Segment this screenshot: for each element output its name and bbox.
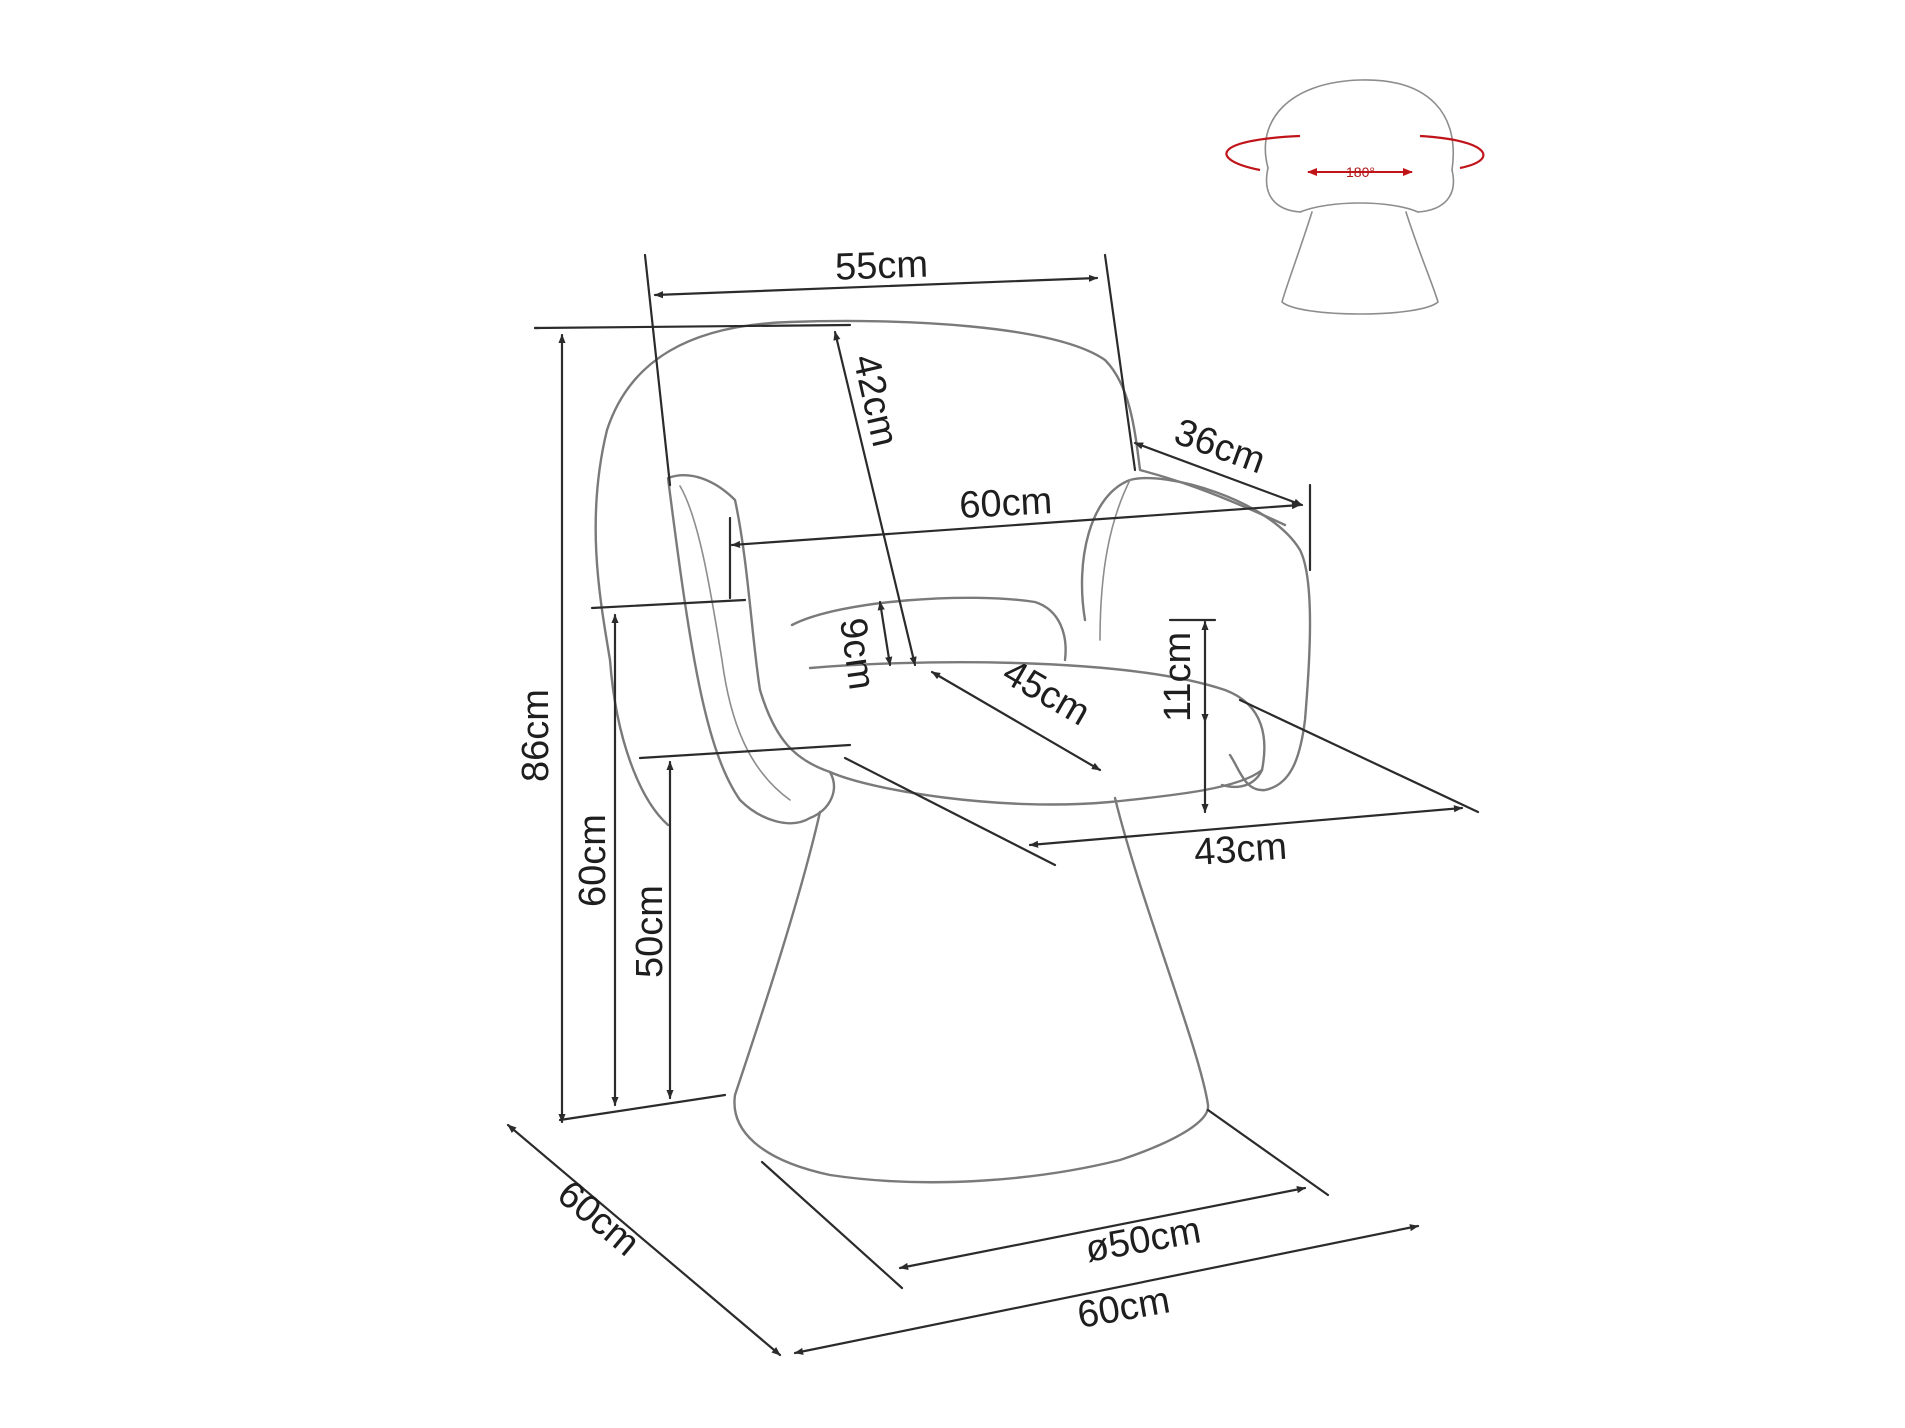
label-seat-depth: 43cm [1193,826,1289,874]
label-arm-above-seat: 11cm [1157,632,1199,722]
backrest-shell [594,319,1287,827]
left-armrest [666,474,836,825]
label-footprint-width: 60cm [1074,1279,1173,1336]
pedestal-base [733,796,1210,1184]
label-arm-height: 60cm [572,814,614,907]
label-width-top: 55cm [834,244,928,289]
dim-line-backrest-height [833,330,917,667]
dim-line-width-arms [730,501,1302,549]
dim-line-seat-thickness [877,600,893,667]
label-base-diameter: ø50cm [1082,1209,1204,1271]
rotation-badge: 180° [1346,164,1375,180]
rotation-inset: 180° [1225,79,1485,315]
label-total-height: 86cm [515,689,557,782]
dim-line-seat-depth [1028,805,1464,848]
label-seat-height: 50cm [629,885,671,978]
label-seat-thickness: 9cm [831,615,883,692]
dim-line-footprint-width [793,1224,1420,1355]
label-backrest-height: 42cm [844,351,906,451]
label-width-arms: 60cm [958,480,1053,527]
right-armrest [1080,476,1312,792]
label-arm-depth: 36cm [1169,411,1271,482]
dimension-lines [506,253,1480,1357]
dim-line-footprint-depth [506,1123,782,1357]
label-footprint-depth: 60cm [549,1173,647,1265]
dim-line-arm-depth [1133,441,1304,507]
dim-line-width-top [653,274,1099,299]
dim-line-seat-depth-inner [930,670,1102,772]
rotation-arrow [1225,134,1301,172]
